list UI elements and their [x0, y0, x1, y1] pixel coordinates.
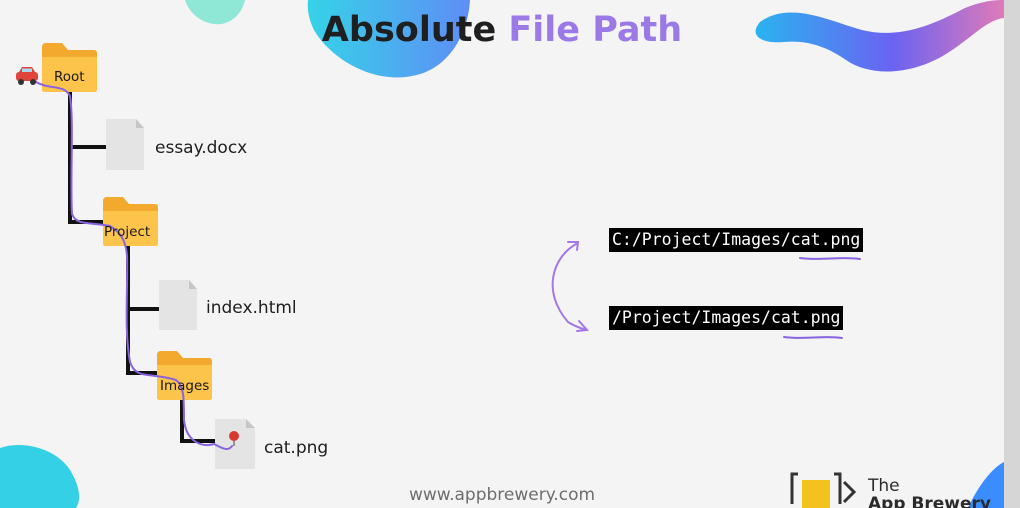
gradient-wave-top-right: [755, 0, 1004, 72]
footer-website-url: www.appbrewery.com: [408, 485, 596, 505]
car-icon: [16, 67, 38, 85]
connector-images-cat: [180, 398, 217, 443]
path-trace: [35, 81, 233, 451]
folder-label-project: Project: [104, 224, 151, 240]
file-icon: [159, 280, 197, 330]
logo-text-line2: App Brewery: [868, 494, 991, 508]
file-icon: [215, 419, 255, 469]
logo-text-line1: The: [868, 476, 900, 496]
connector-root-project: [68, 145, 105, 224]
file-label-cat: cat.png: [264, 438, 329, 458]
title-accent: File Path: [508, 10, 683, 50]
underline-windows-path: [799, 257, 861, 260]
folder-icon: [42, 43, 97, 92]
underline-unix-path: [783, 336, 843, 339]
folder-label-root: Root: [54, 69, 85, 85]
connector-root-essay: [68, 90, 107, 149]
file-label-index: index.html: [206, 298, 297, 318]
folder-label-images: Images: [160, 378, 210, 394]
folder-icon: [157, 351, 212, 400]
unix-absolute-path: /Project/Images/cat.png: [609, 306, 844, 330]
cyan-blob-top: [307, 0, 470, 78]
swap-arrows-icon: [551, 241, 590, 332]
cyan-blob-bottom-left: [0, 444, 80, 508]
connector-project-images: [126, 307, 158, 375]
file-label-essay: essay.docx: [155, 138, 248, 158]
map-pin-icon: [229, 431, 239, 446]
connector-project-index: [126, 244, 160, 311]
mint-blob-top-left: [185, 0, 245, 25]
file-icon: [106, 119, 144, 170]
window-edge-strip: [1004, 0, 1020, 508]
slide-title: Absolute File Path: [0, 10, 1004, 50]
title-main: Absolute: [321, 10, 497, 50]
folder-icon: [103, 197, 158, 246]
brewery-logo-icon: [790, 472, 857, 508]
windows-absolute-path: C:/Project/Images/cat.png: [609, 228, 864, 252]
tree-connectors: [68, 90, 217, 443]
blue-blob-bottom-right: [968, 462, 1004, 508]
